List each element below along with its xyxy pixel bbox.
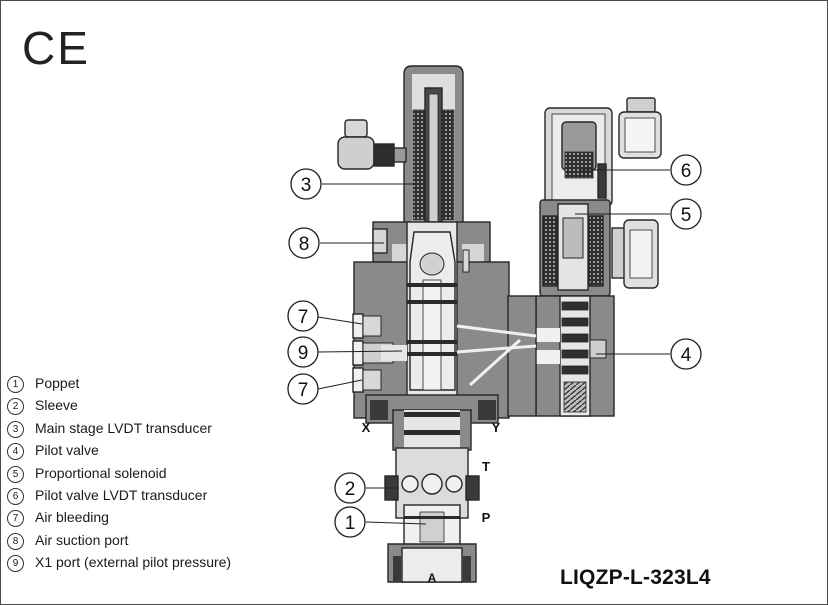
callout-7-lower: 7 [287, 373, 319, 405]
callout-6: 6 [670, 154, 702, 186]
port-label-x: X [362, 420, 371, 435]
svg-text:1: 1 [345, 513, 356, 534]
svg-text:7: 7 [298, 380, 309, 401]
pilot-stage [456, 97, 662, 417]
port-label-t: T [482, 459, 490, 474]
svg-text:9: 9 [298, 343, 309, 364]
svg-text:2: 2 [345, 479, 356, 500]
model-code: LIQZP-L-323L4 [560, 566, 711, 589]
svg-text:4: 4 [681, 345, 692, 366]
port-label-p: P [482, 510, 491, 525]
svg-text:3: 3 [301, 175, 312, 196]
ce-mark: CE [22, 22, 90, 74]
callout-9: 9 [287, 336, 319, 368]
callout-2: 2 [334, 472, 366, 504]
callout-4: 4 [670, 338, 702, 370]
callout-1: 1 [334, 506, 366, 538]
port-label-a: A [428, 571, 437, 585]
svg-text:7: 7 [298, 307, 309, 328]
svg-text:5: 5 [681, 205, 692, 226]
leader-lines [317, 169, 670, 525]
svg-text:6: 6 [681, 161, 692, 182]
svg-text:8: 8 [299, 234, 310, 255]
main-stage [337, 65, 510, 583]
callout-7-upper: 7 [287, 300, 319, 332]
port-label-y: Y [492, 420, 501, 435]
callout-3: 3 [290, 168, 322, 200]
callout-5: 5 [670, 198, 702, 230]
callout-8: 8 [288, 227, 320, 259]
